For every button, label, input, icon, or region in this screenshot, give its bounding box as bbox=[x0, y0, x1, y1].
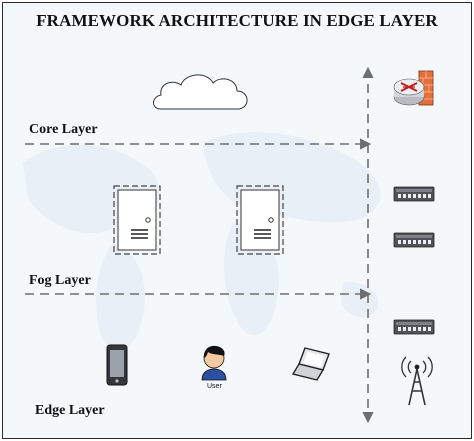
server-icon bbox=[236, 185, 284, 255]
diagram-title: FRAMEWORK ARCHITECTURE IN EDGE LAYER bbox=[36, 11, 438, 30]
server-icon bbox=[113, 185, 161, 255]
switch-icon bbox=[393, 232, 435, 248]
user-icon bbox=[201, 345, 227, 381]
wireless-tower-icon bbox=[401, 356, 433, 406]
connector-lines bbox=[25, 66, 374, 424]
edge-layer-label: Edge Layer bbox=[35, 403, 105, 418]
core-layer-label: Core Layer bbox=[29, 122, 98, 137]
switch-icon bbox=[393, 319, 435, 335]
user-label: User bbox=[207, 383, 222, 390]
cloud-icon bbox=[153, 74, 248, 110]
switch-icon bbox=[393, 186, 435, 202]
router-firewall-icon bbox=[393, 70, 434, 106]
smartphone-icon bbox=[106, 344, 128, 386]
laptop-icon bbox=[291, 347, 330, 381]
fog-layer-label: Fog Layer bbox=[29, 273, 91, 288]
